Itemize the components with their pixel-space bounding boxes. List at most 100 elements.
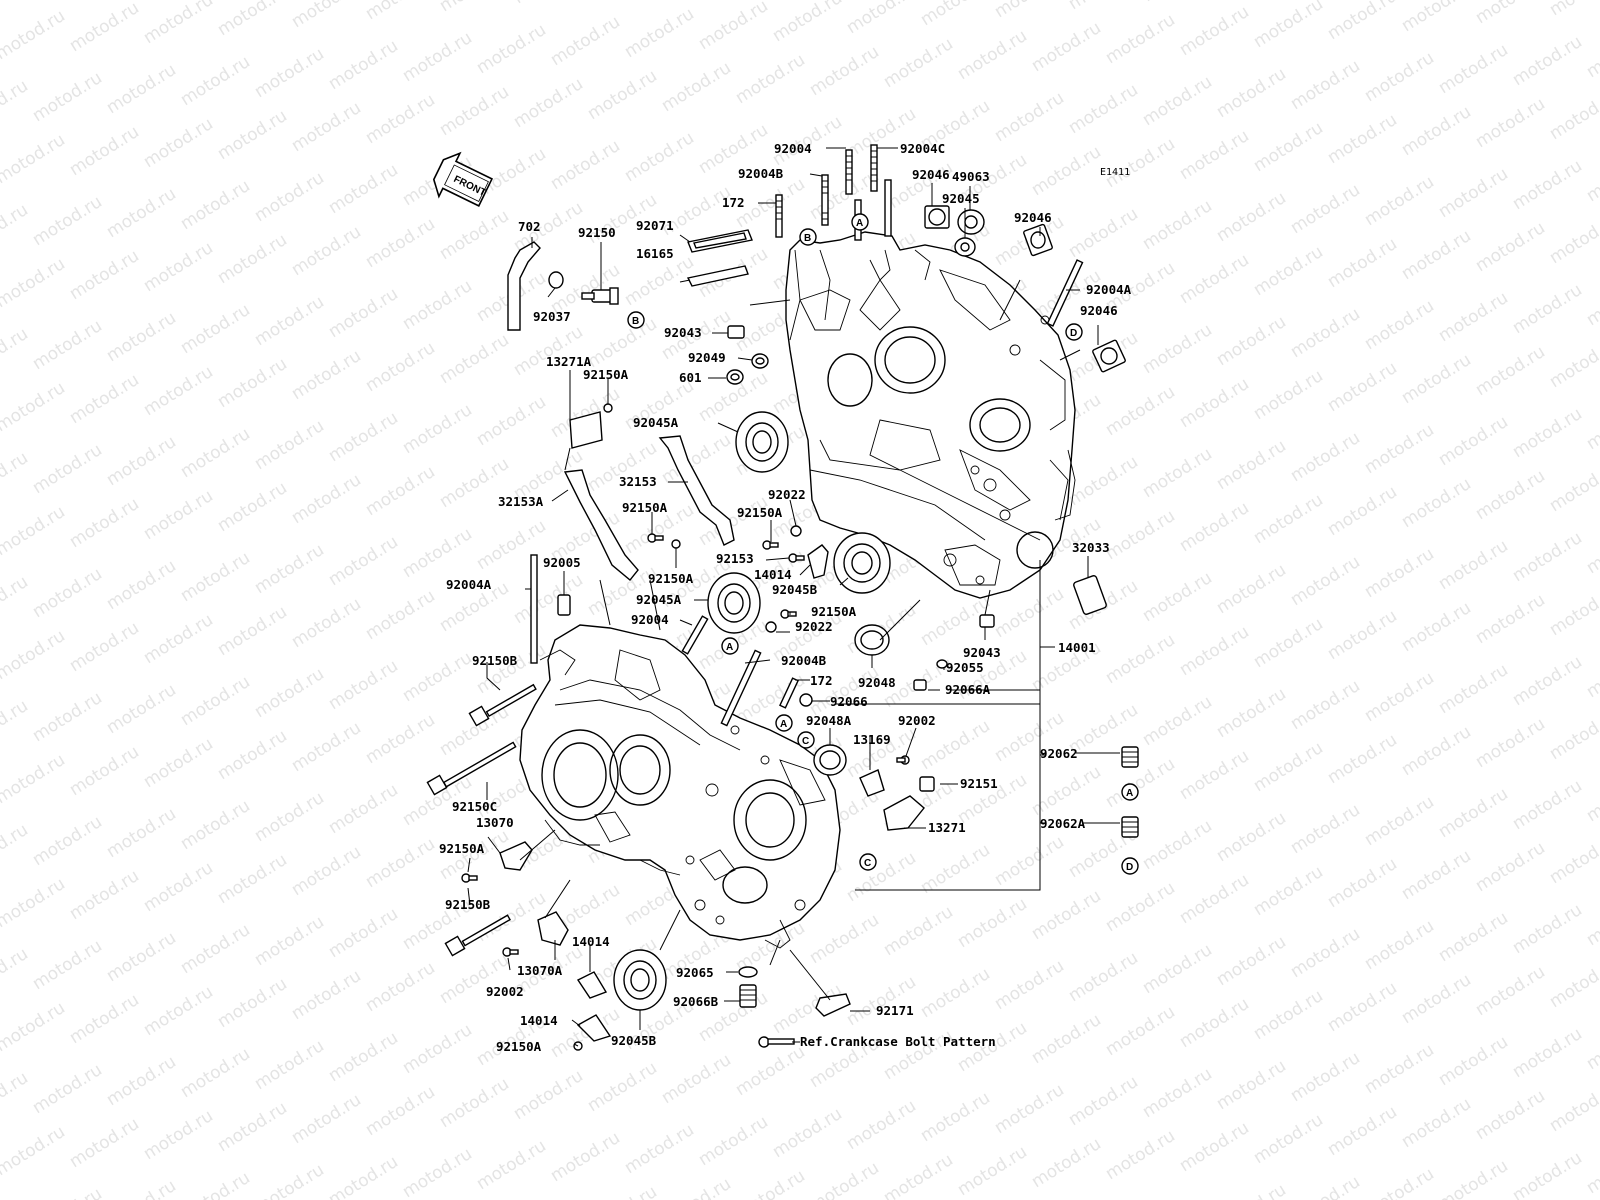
washer-92022-a — [790, 525, 802, 537]
part-labels: 92004 92004C 92004B 92046 49063 92045 92… — [439, 141, 1132, 1054]
watermark-text: motod.ru — [1361, 296, 1438, 354]
watermark-text: motod.ru — [1028, 1010, 1105, 1068]
watermark-text: motod.ru — [1361, 1164, 1438, 1200]
watermark-text: motod.ru — [510, 74, 587, 132]
watermark-text: motod.ru — [1435, 40, 1512, 98]
label-92151: 92151 — [960, 776, 998, 791]
ball-bearing-92045B-lower — [613, 949, 667, 1011]
watermark-text: motod.ru — [473, 640, 550, 698]
callout-circles: A B B D A A C A D C — [627, 213, 1139, 875]
callout-A-plug: A — [1121, 783, 1139, 801]
watermark-text: motod.ru — [251, 1160, 328, 1200]
watermark-text: motod.ru — [1176, 622, 1253, 680]
watermark-text: motod.ru — [214, 850, 291, 908]
crankcase-left-half — [519, 624, 841, 949]
watermark-text: motod.ru — [1546, 706, 1600, 764]
watermark-text: motod.ru — [0, 1122, 69, 1180]
watermark-text: motod.ru — [510, 1066, 587, 1124]
watermark-text: motod.ru — [806, 1158, 883, 1200]
watermark-text: motod.ru — [1583, 520, 1600, 578]
watermark-text: motod.ru — [1176, 1118, 1253, 1176]
watermark-text: motod.ru — [29, 688, 106, 746]
cover-13271 — [883, 795, 925, 831]
plug-92062A — [1121, 816, 1139, 838]
watermark-text: motod.ru — [1065, 0, 1142, 14]
watermark-text: motod.ru — [0, 696, 32, 754]
watermark-text: motod.ru — [1435, 536, 1512, 594]
label-92043-mid: 92043 — [963, 645, 1001, 660]
watermark-text: motod.ru — [1583, 148, 1600, 206]
watermark-text: motod.ru — [29, 316, 106, 374]
watermark-text: motod.ru — [1287, 676, 1364, 734]
watermark-text: motod.ru — [1583, 396, 1600, 454]
reference-note: Ref.Crankcase Bolt Pattern — [800, 1034, 996, 1049]
watermark-text: motod.ru — [769, 1104, 846, 1162]
watermark-text: motod.ru — [1583, 272, 1600, 330]
leader-lines — [467, 147, 1120, 1047]
watermark-text: motod.ru — [1361, 916, 1438, 974]
watermark-text: motod.ru — [1398, 474, 1475, 532]
watermark-text: motod.ru — [1435, 1032, 1512, 1090]
watermark-text: motod.ru — [843, 972, 920, 1030]
label-92004: 92004 — [774, 141, 812, 156]
watermark-text: motod.ru — [103, 308, 180, 366]
svg-text:A: A — [780, 719, 787, 730]
watermark-text: motod.ru — [1065, 80, 1142, 138]
watermark-text: motod.ru — [1398, 102, 1475, 160]
watermark-text: motod.ru — [732, 50, 809, 108]
plug-92062 — [1121, 746, 1139, 768]
watermark-text: motod.ru — [1065, 1072, 1142, 1130]
watermark-text: motod.ru — [0, 626, 69, 684]
bolt-92150A-e — [461, 873, 478, 883]
watermark-text: motod.ru — [0, 200, 32, 258]
label-92045B-lower: 92045B — [611, 1033, 657, 1048]
watermark-text: motod.ru — [1472, 590, 1549, 648]
watermark-text: motod.ru — [1139, 320, 1216, 378]
watermark-text: motod.ru — [29, 192, 106, 250]
watermark-text: motod.ru — [29, 1060, 106, 1118]
watermark-text: motod.ru — [0, 502, 69, 560]
label-92150C: 92150C — [452, 799, 497, 814]
watermark-text: motod.ru — [1176, 250, 1253, 308]
watermark-text: motod.ru — [1472, 466, 1549, 524]
watermark-text: motod.ru — [0, 254, 69, 312]
watermark-text: motod.ru — [1213, 64, 1290, 122]
watermark-text: motod.ru — [1324, 0, 1401, 44]
watermark-text: motod.ru — [66, 618, 143, 676]
watermark-text: motod.ru — [140, 734, 217, 792]
watermark-text: motod.ru — [806, 910, 883, 968]
plate-14014-b — [576, 971, 608, 999]
watermark-text: motod.ru — [1250, 118, 1327, 176]
watermark-text: motod.ru — [1250, 0, 1327, 52]
svg-text:D: D — [1126, 862, 1133, 873]
svg-text:D: D — [1070, 328, 1077, 339]
watermark-text: motod.ru — [658, 1174, 735, 1200]
stud-92004B-top — [821, 174, 829, 226]
cover-13070A — [537, 911, 569, 946]
watermark-text: motod.ru — [584, 314, 661, 372]
watermark-text: motod.ru — [695, 0, 772, 54]
watermark-text: motod.ru — [399, 28, 476, 86]
watermark-text: motod.ru — [695, 1112, 772, 1170]
watermark-text: motod.ru — [214, 602, 291, 660]
watermark-text: motod.ru — [1324, 978, 1401, 1036]
label-92150B-upper: 92150B — [472, 653, 518, 668]
watermark-text: motod.ru — [1546, 582, 1600, 640]
label-92043-top: 92043 — [664, 325, 702, 340]
watermark-text: motod.ru — [399, 276, 476, 334]
watermark-text: motod.ru — [214, 974, 291, 1032]
watermark-text: motod.ru — [1324, 730, 1401, 788]
watermark-text: motod.ru — [1065, 948, 1142, 1006]
watermark-text: motod.ru — [1472, 962, 1549, 1020]
bolt-92150B-upper — [468, 683, 537, 727]
label-92066: 92066 — [830, 694, 868, 709]
watermark-text: motod.ru — [66, 0, 143, 56]
watermark-text: motod.ru — [103, 556, 180, 614]
watermark-text: motod.ru — [1213, 436, 1290, 494]
watermark-text: motod.ru — [1472, 342, 1549, 400]
watermark-text: motod.ru — [251, 292, 328, 350]
label-92153: 92153 — [716, 551, 754, 566]
watermark-text: motod.ru — [1250, 738, 1327, 796]
watermark-text: motod.ru — [1361, 668, 1438, 726]
